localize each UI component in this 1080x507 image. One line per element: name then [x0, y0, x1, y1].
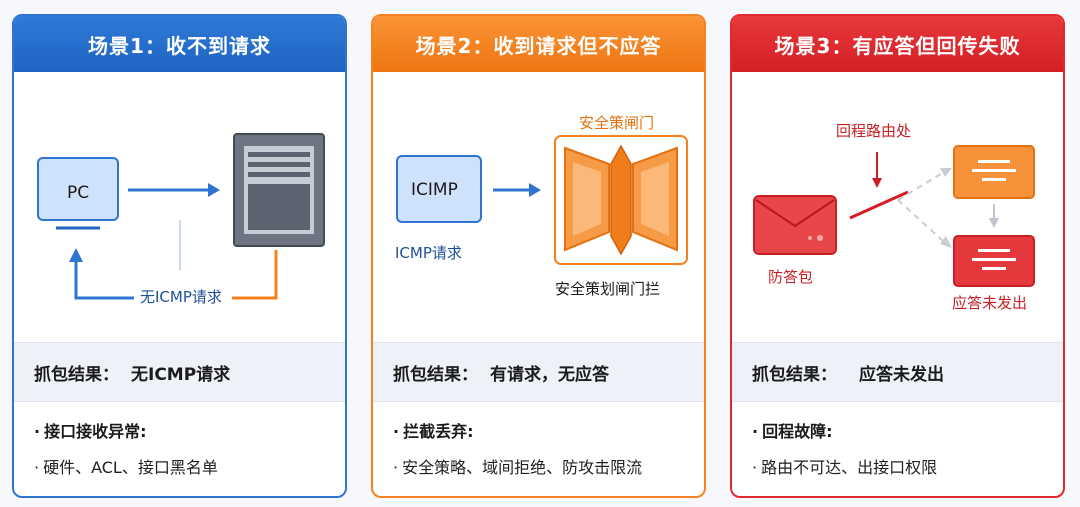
- note-item: ·硬件、ACL、接口黑名单: [34, 458, 218, 477]
- scenario-card-3: 场景3：有应答但回传失败: [730, 14, 1065, 498]
- icmp-box-label: ICIMP: [411, 180, 458, 200]
- icmp-request-label: ICMP请求: [395, 244, 462, 262]
- capture-result: 抓包结果： 应答未发出: [732, 342, 1063, 402]
- gate-title: 安全策闸门: [579, 114, 655, 132]
- dashed-path-down: [897, 199, 945, 243]
- result-value: 有请求，无应答: [490, 364, 609, 385]
- note-item: ·安全策略、域间拒绝、防攻击限流: [393, 458, 643, 477]
- result-value: 应答未发出: [859, 364, 944, 385]
- result-label: 抓包结果：: [752, 364, 837, 385]
- card-header: 场景1：收不到请求: [14, 16, 345, 72]
- flow-diagram: [396, 135, 688, 265]
- dashed-path-up: [897, 171, 945, 201]
- flow-label: 无ICMP请求: [140, 288, 222, 306]
- envelope-label: 防答包: [768, 268, 814, 286]
- diagram-return-fail: 回程路由处 防答包 应答未发出: [732, 72, 1063, 342]
- result-label: 抓包结果：: [34, 364, 119, 385]
- capture-result: 抓包结果： 有请求，无应答: [373, 342, 704, 402]
- return-arrowhead: [69, 248, 83, 262]
- note-title: ·拦截丢弃:: [393, 422, 474, 441]
- request-arrowhead: [529, 183, 541, 197]
- scenario-card-1: 场景1：收不到请求 PC 无ICMP请求 抓包结果： 无ICMP: [12, 14, 347, 498]
- capture-result: 抓包结果： 无ICMP请求: [14, 342, 345, 402]
- note-title: ·回程故障:: [752, 422, 833, 441]
- route-label: 回程路由处: [836, 122, 912, 140]
- notes: ·拦截丢弃: ·安全策略、域间拒绝、防攻击限流: [393, 412, 694, 478]
- diagram-no-request: PC 无ICMP请求: [14, 72, 345, 342]
- return-path-orange: [232, 250, 278, 300]
- scenario-card-2: 场景2：收到请求但不应答 ICIMP ICMP请求 安全策闸门 安全策划闸门拦 …: [371, 14, 706, 498]
- unsent-label: 应答未发出: [952, 294, 1028, 312]
- broken-route-line: [849, 190, 909, 220]
- return-path-blue: [74, 260, 134, 300]
- diagram-blocked: ICIMP ICMP请求 安全策闸门 安全策划闸门拦: [373, 72, 704, 342]
- note-item: ·路由不可达、出接口权限: [752, 458, 938, 477]
- card-header: 场景3：有应答但回传失败: [732, 16, 1063, 72]
- pc-icon: [37, 157, 119, 221]
- notes: ·回程故障: ·路由不可达、出接口权限: [752, 412, 1053, 478]
- pc-label: PC: [67, 183, 90, 203]
- gate-frame: [554, 135, 688, 265]
- gate-pillar: [610, 144, 632, 256]
- icmp-box-icon: [396, 155, 482, 223]
- request-arrowhead: [208, 183, 220, 197]
- card-header: 场景2：收到请求但不应答: [373, 16, 704, 72]
- gate-label: 安全策划闸门拦: [555, 280, 661, 298]
- flow-diagram: [37, 133, 325, 300]
- result-value: 无ICMP请求: [131, 364, 231, 385]
- result-label: 抓包结果：: [393, 364, 478, 385]
- notes: ·接口接收异常: ·硬件、ACL、接口黑名单: [34, 412, 335, 478]
- note-title: ·接口接收异常:: [34, 422, 147, 441]
- flow-diagram: [753, 145, 1035, 287]
